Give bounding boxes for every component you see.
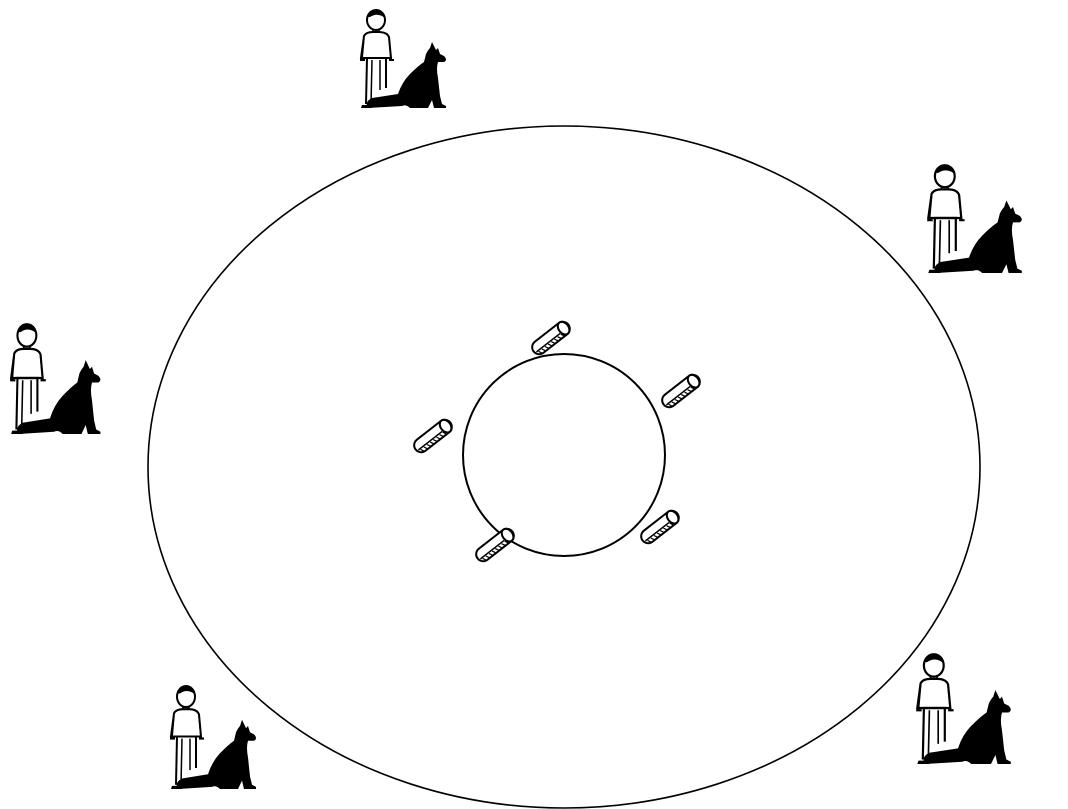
outer-ring (148, 126, 980, 808)
tube-icon (411, 417, 454, 455)
handler-lower-right (916, 654, 1011, 764)
tube-icon (473, 526, 516, 564)
tube-icon (659, 372, 702, 410)
handlers-layer (10, 10, 1022, 789)
tube-icon (638, 508, 681, 546)
handler-top (360, 10, 446, 108)
handler-left (10, 324, 100, 434)
handler-upper-right (927, 165, 1022, 273)
inner-ring (463, 354, 665, 556)
tube-icon (529, 319, 572, 357)
tubes-layer (411, 319, 702, 564)
handler-lower-left (170, 686, 256, 789)
